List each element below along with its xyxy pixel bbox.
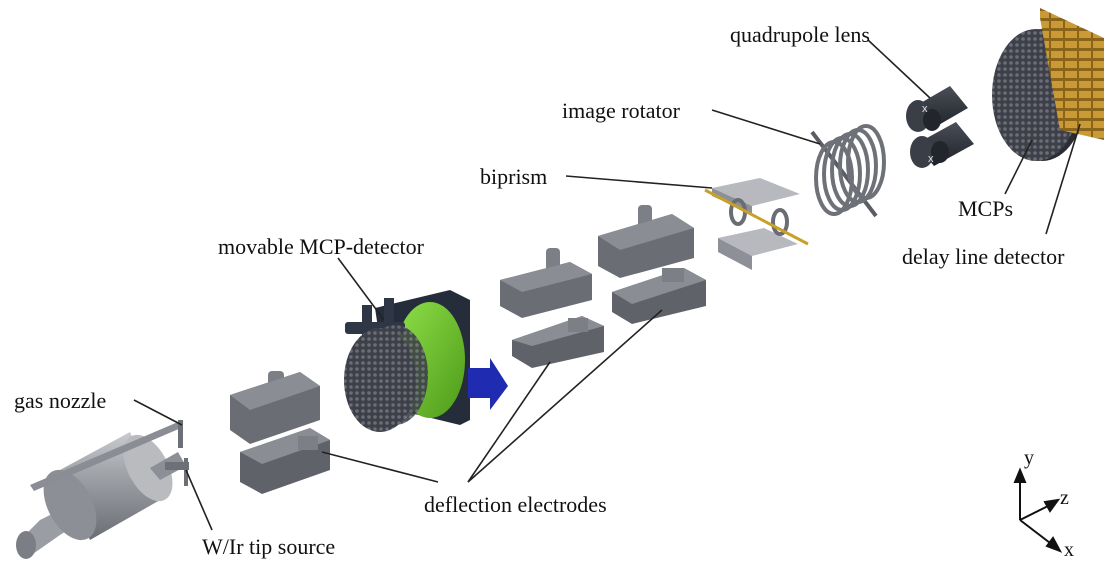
label-biprism: biprism	[480, 164, 548, 189]
axis-label-y: y	[1024, 447, 1034, 469]
svg-text:x: x	[922, 103, 928, 115]
label-tip-source: W/Ir tip source	[202, 534, 336, 559]
image-rotator-coil	[810, 124, 886, 218]
biprism-assembly	[704, 178, 809, 270]
label-quadrupole-lens: quadrupole lens	[730, 22, 870, 47]
axis-label-x: x	[1064, 539, 1074, 561]
deflection-electrode-3	[598, 205, 706, 324]
delay-line-detector	[1040, 8, 1104, 140]
label-gas-nozzle: gas nozzle	[14, 388, 107, 413]
label-deflection-electrodes: deflection electrodes	[424, 492, 607, 517]
label-image-rotator: image rotator	[562, 98, 680, 123]
deflection-electrode-1	[230, 371, 330, 494]
coordinate-axes	[1013, 467, 1063, 553]
svg-text:x: x	[928, 153, 934, 165]
label-mcps: MCPs	[958, 196, 1014, 221]
quadrupole-lens: x x	[906, 86, 974, 168]
axis-label-z: z	[1060, 487, 1069, 509]
deflection-electrode-2	[500, 248, 604, 368]
movable-mcp-detector	[344, 290, 508, 432]
leader-lines	[133, 39, 1081, 531]
tip-source-assembly	[16, 420, 189, 559]
label-delay-line-detector: delay line detector	[902, 244, 1065, 269]
label-movable-mcp-detector: movable MCP-detector	[218, 234, 424, 259]
